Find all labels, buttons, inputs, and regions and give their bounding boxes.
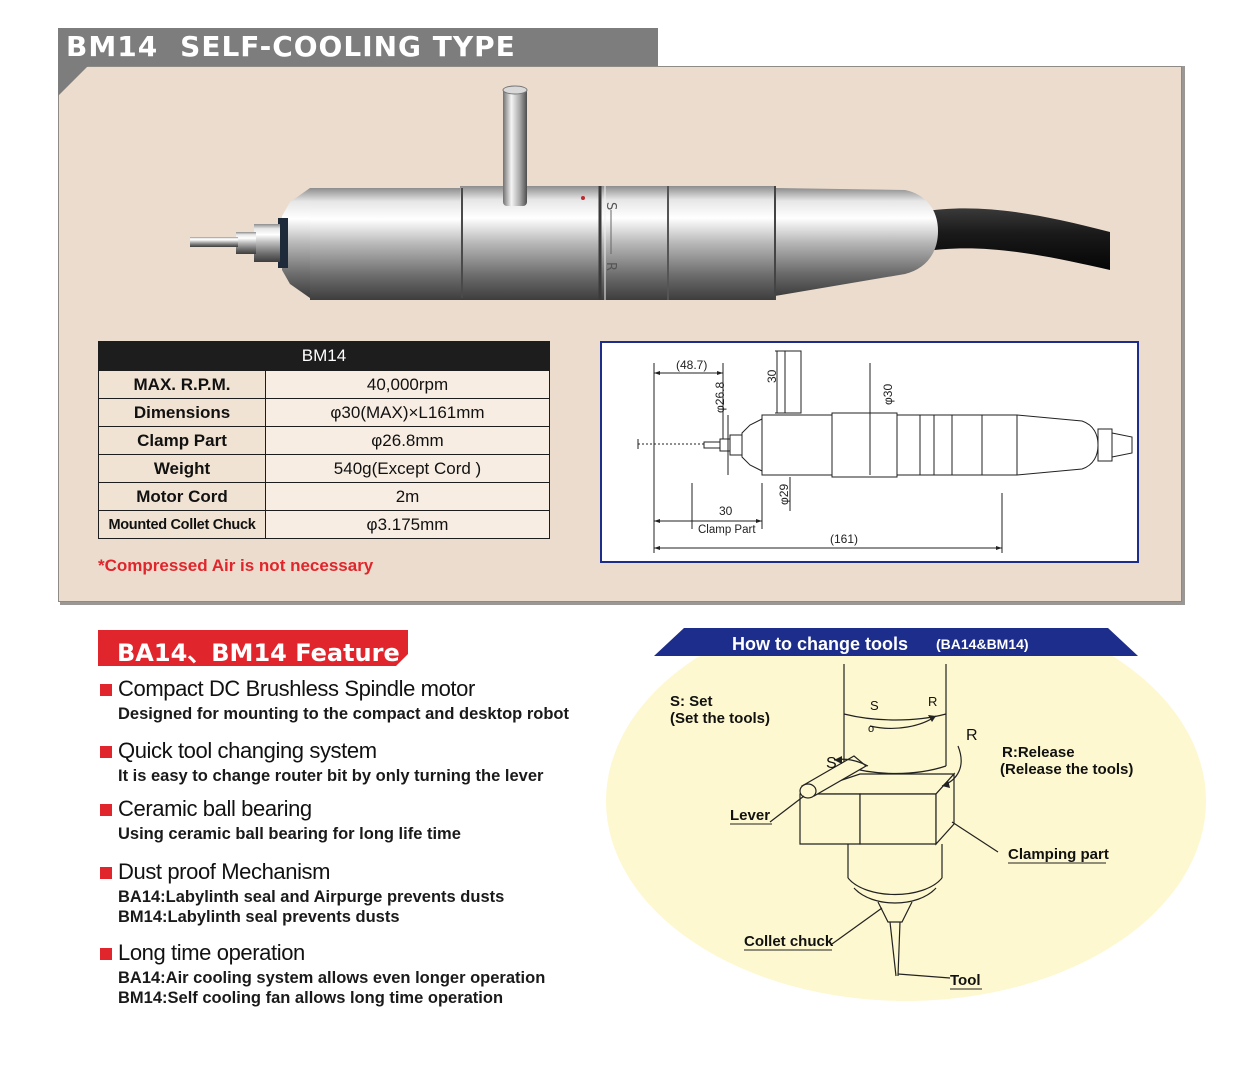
feature-heading: Quick tool changing system bbox=[118, 738, 377, 763]
feature-desc: It is easy to change router bit by only … bbox=[118, 767, 544, 785]
spec-value: φ30(MAX)×L161mm bbox=[265, 398, 550, 427]
how-to-change-tools: How to change tools (BA14&BM14) bbox=[606, 628, 1206, 1001]
feature-desc: BM14:Self cooling fan allows long time o… bbox=[118, 989, 504, 1007]
bullet-square-icon bbox=[100, 804, 112, 816]
feature-desc: BA14:Air cooling system allows even long… bbox=[118, 969, 546, 987]
spec-value: φ26.8mm bbox=[265, 426, 550, 455]
panel-shadow bbox=[1182, 66, 1185, 604]
set-desc: (Set the tools) bbox=[670, 710, 770, 727]
spec-table-heading: BM14 bbox=[98, 341, 550, 371]
r-arrow-label: R bbox=[928, 694, 937, 709]
model-name: BM14 bbox=[66, 30, 159, 63]
feature-desc: Designed for mounting to the compact and… bbox=[118, 705, 570, 723]
spec-value: 2m bbox=[265, 482, 550, 511]
dim-phi30: φ30 bbox=[881, 384, 895, 405]
spec-table: BM14 MAX. R.P.M. 40,000rpm Dimensions φ3… bbox=[98, 341, 550, 539]
bullet-square-icon bbox=[100, 948, 112, 960]
page-title: BM14 SELF-COOLING TYPE bbox=[66, 30, 516, 63]
feature-heading: Dust proof Mechanism bbox=[118, 859, 331, 884]
spec-label: Clamp Part bbox=[98, 426, 266, 455]
dim-phi29: φ29 bbox=[777, 484, 791, 505]
feature-desc: BM14:Labylinth seal prevents dusts bbox=[118, 908, 400, 926]
spec-value: 540g(Except Cord ) bbox=[265, 454, 550, 483]
compressed-air-note: *Compressed Air is not necessary bbox=[98, 556, 374, 575]
lever-label: Lever bbox=[730, 807, 770, 824]
release-desc: (Release the tools) bbox=[1000, 761, 1133, 778]
bullet-square-icon bbox=[100, 746, 112, 758]
panel-corner bbox=[58, 66, 88, 96]
feature-heading: Ceramic ball bearing bbox=[118, 796, 312, 821]
set-label: S: Set bbox=[670, 693, 713, 710]
dim-30-bottom: 30 bbox=[719, 504, 733, 518]
howto-title: How to change tools bbox=[732, 634, 908, 654]
dimension-drawing-svg: (48.7) 30 φ26.8 φ30 φ29 30 Clamp Part (1… bbox=[637, 350, 1133, 553]
spec-label: Motor Cord bbox=[98, 482, 266, 511]
tool-label: Tool bbox=[950, 972, 981, 989]
feature-heading: Compact DC Brushless Spindle motor bbox=[118, 676, 475, 701]
s-large-label: S bbox=[826, 755, 837, 772]
spec-label: Weight bbox=[98, 454, 266, 483]
table-row: Weight 540g(Except Cord ) bbox=[98, 454, 550, 483]
collet-chuck-label: Collet chuck bbox=[744, 933, 834, 950]
table-row: Dimensions φ30(MAX)×L161mm bbox=[98, 398, 550, 427]
feature-desc: BA14:Labylinth seal and Airpurge prevent… bbox=[118, 888, 505, 906]
table-row: Clamp Part φ26.8mm bbox=[98, 426, 550, 455]
howto-subtitle: (BA14&BM14) bbox=[936, 636, 1029, 652]
spindle-photo: S R bbox=[190, 85, 1110, 300]
dim-phi26-8: φ26.8 bbox=[713, 382, 727, 413]
dimension-drawing: (48.7) 30 φ26.8 φ30 φ29 30 Clamp Part (1… bbox=[600, 341, 1139, 563]
feature-desc: Using ceramic ball bearing for long life… bbox=[118, 825, 461, 843]
s-mark: S bbox=[603, 202, 618, 210]
r-mark: R bbox=[603, 262, 618, 271]
feature-heading: Long time operation bbox=[118, 940, 305, 965]
type-name: SELF-COOLING TYPE bbox=[180, 30, 516, 63]
bullet-square-icon bbox=[100, 867, 112, 879]
feature-title: BA14、BM14 Feature bbox=[117, 639, 400, 667]
table-row: Mounted Collet Chuck φ3.175mm bbox=[98, 510, 550, 539]
r-large-label: R bbox=[966, 727, 978, 744]
release-label: R:Release bbox=[1002, 744, 1075, 761]
dot-mark: o bbox=[868, 723, 874, 735]
header-tab: BM14 SELF-COOLING TYPE bbox=[58, 28, 658, 66]
clamping-part-label: Clamping part bbox=[1008, 846, 1109, 863]
clamp-part-label: Clamp Part bbox=[698, 524, 756, 536]
s-arrow-label: S bbox=[870, 698, 879, 713]
dim-161: (161) bbox=[830, 532, 858, 546]
spec-value: φ3.175mm bbox=[265, 510, 550, 539]
panel-shadow bbox=[60, 602, 1185, 605]
spec-label: Mounted Collet Chuck bbox=[98, 510, 266, 539]
feature-title-tab bbox=[98, 630, 408, 666]
spec-label: MAX. R.P.M. bbox=[98, 370, 266, 399]
spec-label: Dimensions bbox=[98, 398, 266, 427]
spec-value: 40,000rpm bbox=[265, 370, 550, 399]
table-row: MAX. R.P.M. 40,000rpm bbox=[98, 370, 550, 399]
table-row: Motor Cord 2m bbox=[98, 482, 550, 511]
dim-30-top: 30 bbox=[765, 369, 779, 383]
dim-48-7: (48.7) bbox=[676, 358, 707, 372]
bullet-square-icon bbox=[100, 684, 112, 696]
